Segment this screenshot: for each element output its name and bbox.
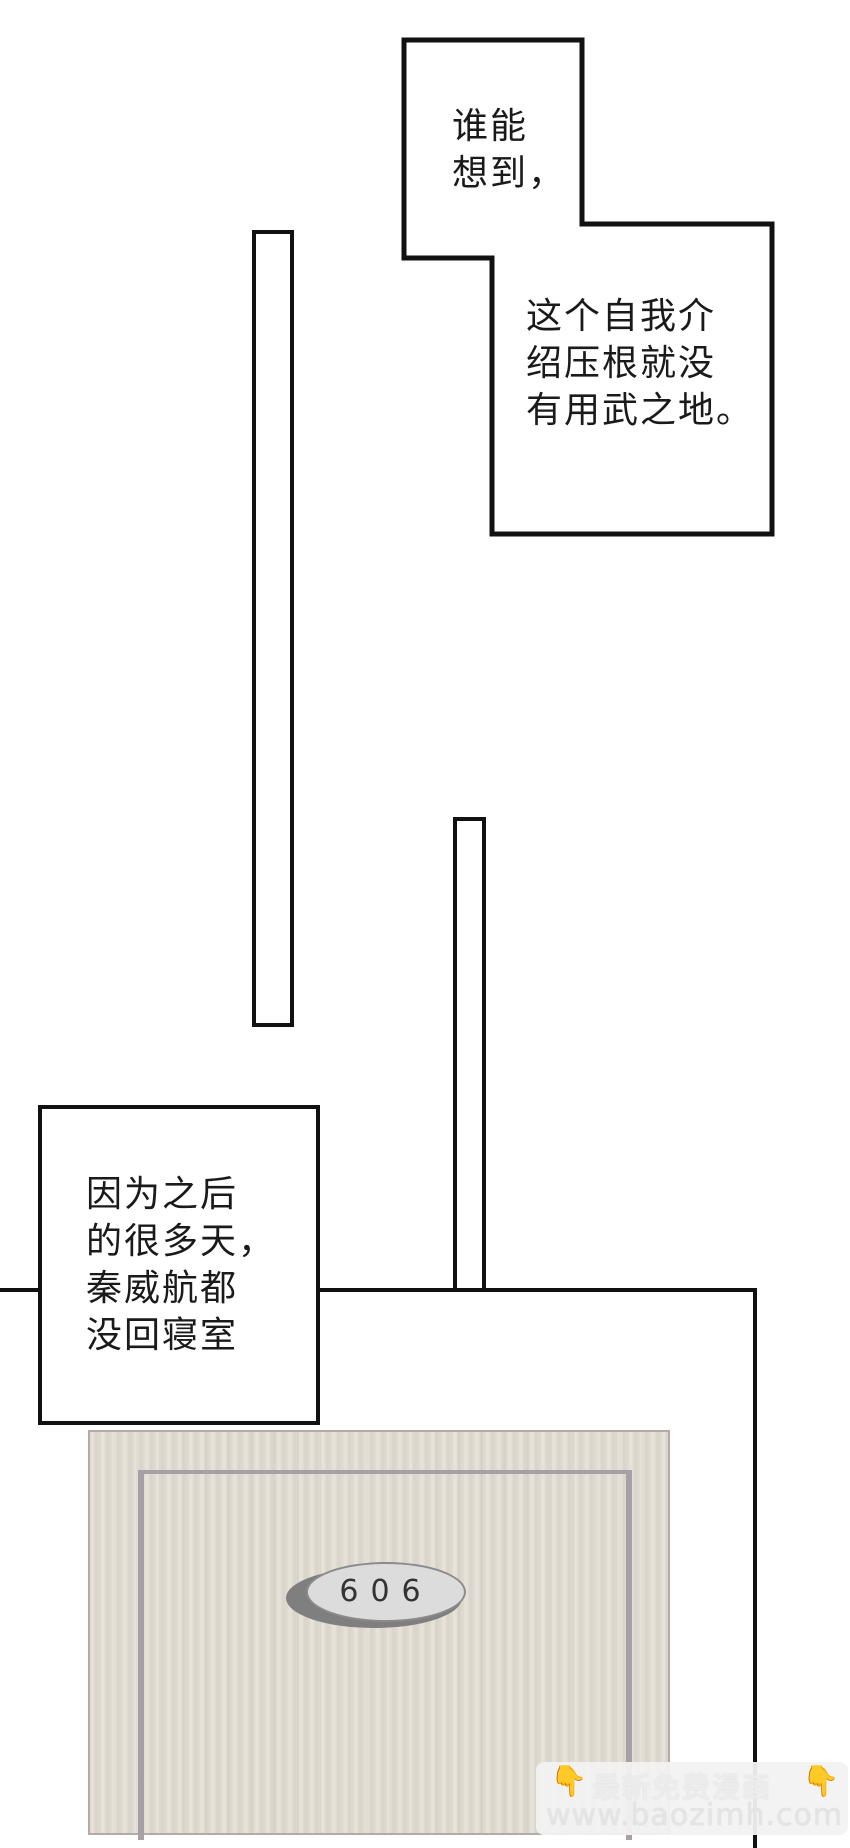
- door-number-plate: 606: [306, 1562, 466, 1622]
- watermark-url: www.baozimh.com: [546, 1798, 844, 1833]
- caption-text-3: 因为之后 的很多天， 秦威航都 没回寝室: [86, 1174, 277, 1356]
- vertical-strip-right: [453, 817, 486, 1341]
- vertical-strip-left: [252, 230, 294, 1027]
- watermark: 👇 最新免费漫画 👇 www.baozimh.com: [536, 1762, 848, 1835]
- pointing-hand-icon-left: 👇: [550, 1764, 588, 1799]
- caption-box-top: 谁能 想到， 这个自我介 绍压根就没 有用武之地。: [0, 0, 850, 560]
- door-inner-panel: [138, 1470, 632, 1840]
- watermark-title: 最新免费漫画: [592, 1771, 773, 1804]
- caption-text-1: 谁能 想到，: [452, 106, 567, 194]
- pointing-hand-icon-right: 👇: [802, 1764, 840, 1799]
- caption-text-2: 这个自我介 绍压根就没 有用武之地。: [526, 296, 755, 431]
- caption-box-bottom: 因为之后 的很多天， 秦威航都 没回寝室: [38, 1105, 320, 1425]
- caption-box-outline: [401, 37, 775, 537]
